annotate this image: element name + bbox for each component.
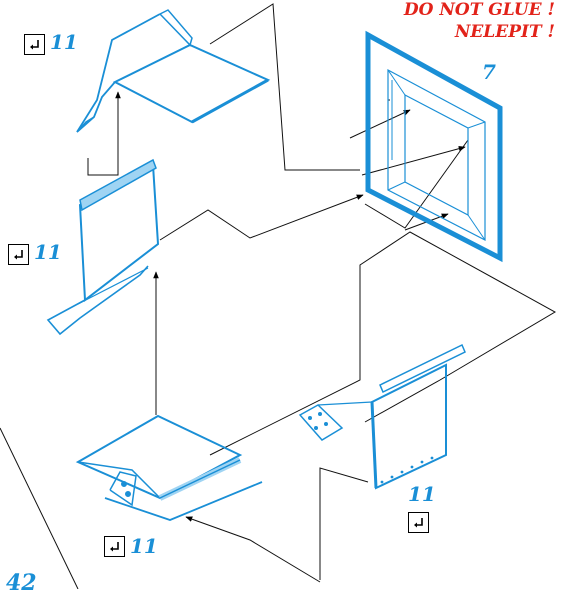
bend-symbol-4-number: 11 xyxy=(408,482,436,506)
bend-symbol-3 xyxy=(104,536,125,557)
bend-symbol-4 xyxy=(408,512,429,533)
bend-symbol-2-number: 11 xyxy=(34,240,62,264)
step-number: 42 xyxy=(6,570,37,596)
fold-arrow-icon xyxy=(14,250,23,260)
guide-line-step xyxy=(0,427,79,590)
guide-line-top xyxy=(209,3,360,171)
guide-line-right xyxy=(364,139,469,229)
fold-arrow-icon xyxy=(30,40,39,50)
arrow-frame-top xyxy=(349,109,411,139)
bend-symbol-2 xyxy=(8,244,29,265)
arrow-frame-right xyxy=(361,145,466,176)
tray-part xyxy=(75,414,263,521)
stand-part xyxy=(298,343,466,490)
guide-line-long xyxy=(209,231,557,456)
guide-lines xyxy=(0,3,557,590)
bend-symbol-1-number: 11 xyxy=(50,30,78,54)
side-panel-part xyxy=(46,158,160,336)
fold-arrow-icon xyxy=(414,518,423,528)
warning-line-2: NELEPIT ! xyxy=(454,22,555,42)
frame-part xyxy=(365,30,503,263)
guide-line-upper-left xyxy=(87,91,121,176)
bend-symbol-3-number: 11 xyxy=(130,534,158,558)
fold-arrow-icon xyxy=(110,542,119,552)
frame-part-label: 7 xyxy=(482,60,496,84)
top-flap-part xyxy=(76,9,271,133)
bend-symbol-1 xyxy=(24,34,45,55)
guide-line-mid xyxy=(159,194,364,241)
guide-line-lower xyxy=(319,467,369,580)
warning-line-1: DO NOT GLUE ! xyxy=(403,0,555,20)
guide-line-arrow-bottom xyxy=(185,516,321,583)
